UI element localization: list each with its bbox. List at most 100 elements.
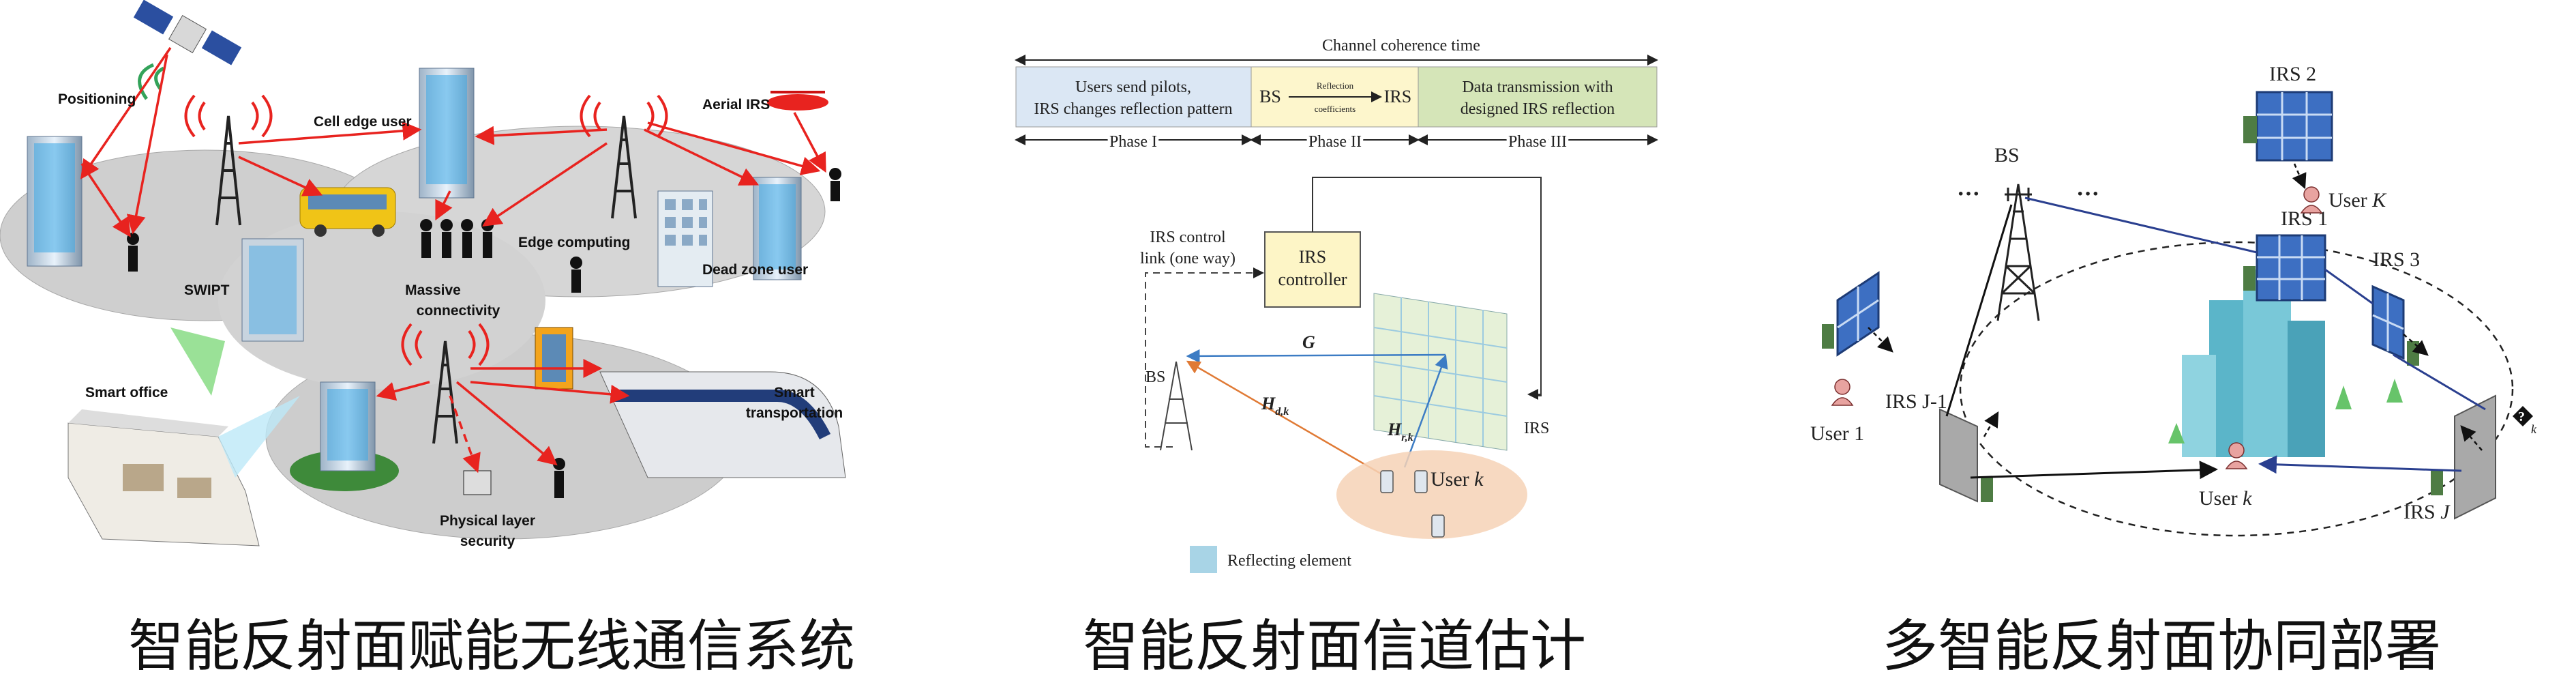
bs-label: BS — [1145, 368, 1165, 386]
building-right-dead-zone — [753, 177, 802, 280]
label-dead-zone-user: Dead zone user — [702, 262, 808, 278]
train-icon — [535, 327, 846, 478]
bs-tower-icon — [1160, 361, 1193, 451]
user-K-icon — [2300, 186, 2323, 214]
channel-G — [1186, 349, 1446, 363]
aerial-irs-drone-icon — [767, 91, 828, 111]
dashed-irs3 — [2403, 334, 2429, 356]
phase3-text-2: designed IRS reflection — [1461, 100, 1615, 118]
building-bottom — [290, 381, 399, 491]
irs-control-link-dashed — [1145, 267, 1264, 448]
label-edge-computing: Edge computing — [518, 235, 631, 250]
irs3-panel — [2371, 285, 2419, 366]
link-irsJ-userk — [2258, 455, 2462, 474]
building-left — [27, 136, 83, 267]
link-irs1-irs3 — [2324, 268, 2373, 305]
irs-J1-panel — [1939, 408, 1993, 503]
coverage-area — [1959, 241, 2514, 537]
label-swipt: SWIPT — [184, 282, 230, 298]
panel-multi-irs-deployment: BS ··· ··· IRS 2 IRS 1 IRS 3 IRS J-1 — [1773, 0, 2564, 587]
user-1-label: User 1 — [1810, 422, 1864, 445]
svg-text:?: ? — [2518, 409, 2525, 424]
user-K-label: User K — [2328, 189, 2387, 212]
link-irsJ1-userk — [1970, 461, 2218, 480]
phase3-box — [1418, 66, 1658, 128]
dots-right: ··· — [2076, 181, 2099, 207]
phase1-label: Phase I — [1109, 133, 1157, 151]
phase3-text-1: Data transmission with — [1462, 78, 1613, 96]
user-k-label: User k — [1431, 468, 1484, 491]
building-swipt — [241, 238, 304, 342]
phase1-text-1: Users send pilots, — [1075, 78, 1191, 96]
label-cell-edge-user: Cell edge user — [314, 114, 412, 130]
office-beam — [218, 396, 300, 478]
link-bs-irs1 — [2024, 196, 2258, 254]
person-aerial-user — [829, 168, 841, 201]
irs2-panel — [2243, 91, 2333, 162]
panel-irs-wireless-systems: Positioning Cell edge user Aerial IRS SW… — [0, 0, 852, 587]
person-positioning — [127, 233, 139, 272]
label-smart-transportation-1: Smart — [774, 385, 815, 400]
person-edge-computing — [570, 257, 582, 293]
irs-J-label: IRS J — [2403, 501, 2451, 523]
label-physical-layer-1: Physical layer — [440, 513, 535, 529]
phase2-small-2: coefficients — [1315, 104, 1356, 114]
base-station-tower-left — [184, 94, 273, 226]
user-device-icons — [1380, 470, 1445, 538]
user-k-label: User k — [2199, 487, 2252, 510]
dashed-irs2-userK — [2292, 163, 2307, 190]
user-1-icon — [1831, 379, 1854, 406]
label-aerial-irs: Aerial IRS — [702, 97, 770, 113]
base-station-tower-bottom — [401, 323, 490, 444]
label-smart-office: Smart office — [85, 385, 168, 400]
base-station-tower-right — [580, 94, 668, 219]
dots-left: ··· — [1957, 181, 1980, 207]
irs-left-outside-panel — [1822, 271, 1880, 357]
irs1-panel — [2243, 234, 2326, 302]
irs-J1-label: IRS J-1 — [1885, 390, 1947, 413]
people-massive-connectivity — [420, 219, 494, 258]
channel-Hr-label: Hr,k — [1387, 420, 1413, 443]
phase1-box — [1015, 66, 1252, 128]
phase2-label: Phase II — [1308, 133, 1362, 151]
irs-controller-line2: controller — [1278, 269, 1347, 289]
label-physical-layer-2: security — [460, 534, 515, 549]
caption-irs-wireless: 智能反射面赋能无线通信系统 — [128, 614, 856, 679]
smart-office-room — [68, 409, 260, 546]
caption-multi-irs: 多智能反射面协同部署 — [1882, 614, 2442, 679]
eavesdropper-icon — [463, 470, 492, 495]
panel-irs-channel-estimation: Channel coherence time Users send pilots… — [1009, 0, 1677, 587]
channel-G-label: G — [1302, 332, 1315, 352]
caption-channel-estimation: 智能反射面信道估计 — [1083, 614, 1587, 679]
coherence-time-label: Channel coherence time — [1322, 37, 1480, 55]
irs-control-label-2: link (one way) — [1140, 250, 1235, 267]
irs2-label: IRS 2 — [2269, 63, 2316, 85]
user-k-icon — [2225, 442, 2248, 469]
channel-Hd — [1186, 360, 1388, 479]
channel-Hr — [1403, 354, 1448, 468]
bs-tower-icon — [1996, 184, 2040, 321]
label-massive-1: Massive — [405, 282, 461, 298]
label-smart-transportation-2: transportation — [746, 405, 843, 421]
multi-irs-diagram: BS ··· ··· IRS 2 IRS 1 IRS 3 IRS J-1 — [1810, 63, 2537, 537]
bs-label: BS — [1994, 144, 2020, 166]
satellite-icon — [133, 0, 242, 100]
phase1-text-2: IRS changes reflection pattern — [1034, 100, 1232, 118]
building-edge-computing — [657, 190, 713, 287]
phase2-irs: IRS — [1384, 87, 1411, 106]
channel-estimation-diagram: Channel coherence time Users send pilots… — [1015, 37, 1658, 573]
link-irs3-irsJ — [2393, 353, 2486, 411]
label-massive-2: connectivity — [417, 303, 500, 319]
building-center-top — [419, 68, 475, 199]
phase2-bs: BS — [1259, 87, 1281, 106]
dashed-irs-left — [1868, 327, 1893, 353]
legend-reflecting-element: Reflecting element — [1227, 552, 1351, 570]
irs3-label: IRS 3 — [2373, 248, 2420, 271]
unknown-user-icon: ? k — [2513, 406, 2537, 436]
trees — [2168, 379, 2403, 443]
label-positioning: Positioning — [58, 91, 136, 107]
dashed-irsJ — [2460, 425, 2483, 451]
irs-control-label-1: IRS control — [1150, 229, 1226, 246]
swipt-beam — [170, 327, 225, 396]
person-physical-layer — [553, 458, 565, 498]
